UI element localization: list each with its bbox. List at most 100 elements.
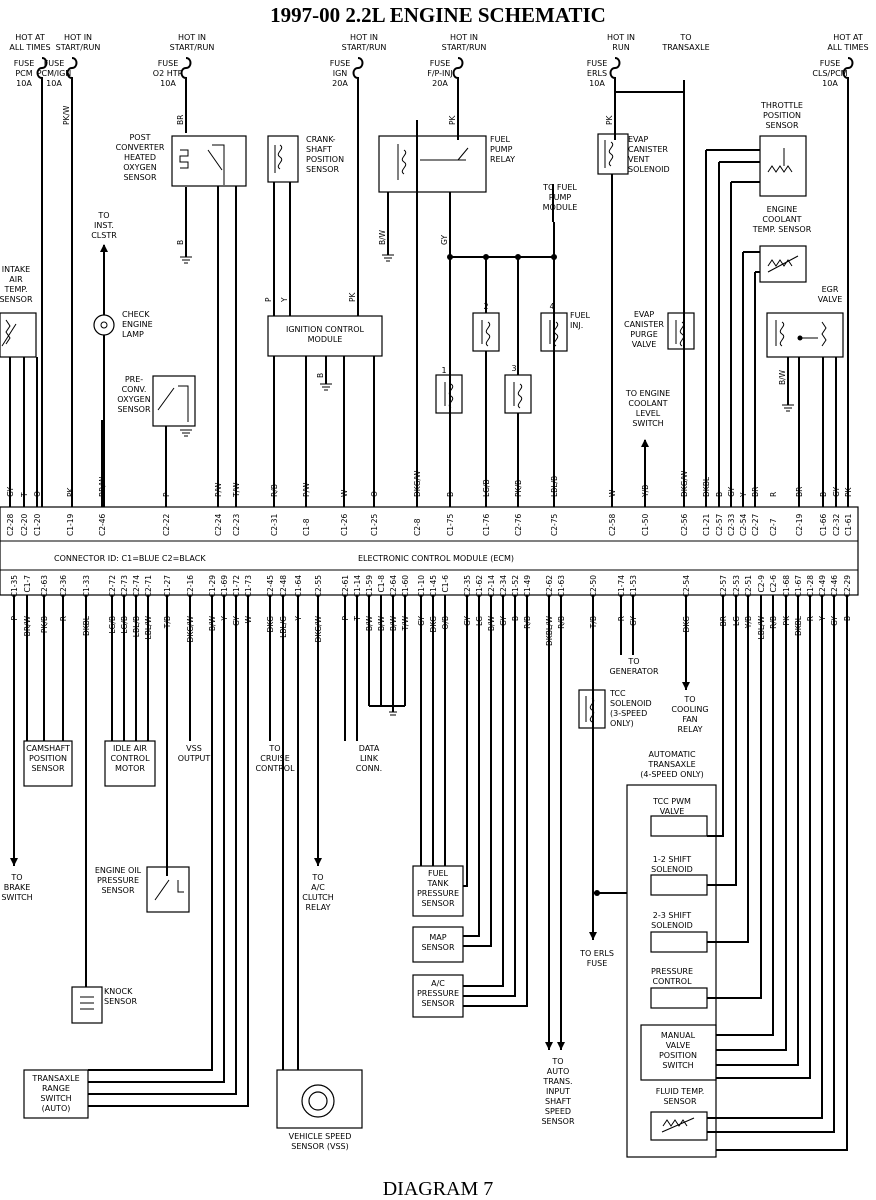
- component-label-pressure: PRESSURE: [651, 967, 693, 976]
- component-label-throttle-sensor: POSITION: [763, 111, 801, 120]
- fuse-hot-label: START/RUN: [442, 43, 487, 52]
- component-label-camshaft: SENSOR: [31, 764, 64, 773]
- component-label-tcc: (3-SPEED: [610, 709, 647, 718]
- ecm-pin: C2-54: [682, 575, 691, 597]
- component-label-vss-out: VSS: [186, 744, 202, 753]
- wire-color: O/B: [441, 616, 450, 630]
- ecm-pin: C1-14: [353, 575, 362, 597]
- component-label-to-auto-trans: SPEED: [545, 1107, 571, 1116]
- fuse-hot-label: HOT IN: [450, 33, 478, 42]
- component-label-evap-purge: CANISTER: [624, 320, 664, 329]
- component-label-erls: FUSE: [587, 959, 608, 968]
- ecm-pin: C2-7: [769, 518, 778, 536]
- ecm-pin: C2-50: [589, 575, 598, 597]
- component-label-iac: MOTOR: [115, 764, 145, 773]
- ecm-pin: C2-62: [545, 575, 554, 597]
- ecm-pin: C2-19: [795, 514, 804, 536]
- ecm-pin: C2-57: [719, 575, 728, 597]
- fuse-hot-label: HOT AT: [15, 33, 45, 42]
- fuse-hot-label: HOT IN: [178, 33, 206, 42]
- wire-color: O: [33, 491, 42, 497]
- fuse-hot-label: START/RUN: [342, 43, 387, 52]
- component-label-dlc: CONN.: [356, 764, 382, 773]
- ecm-pin: C1-72: [232, 575, 241, 597]
- component-label-coolant-temp: COOLANT: [762, 215, 801, 224]
- fuse-label: 20A: [332, 79, 348, 88]
- component-label-coolant-temp: TEMP. SENSOR: [752, 225, 812, 234]
- ecm-pin: C1-61: [844, 514, 853, 536]
- component-label-cruise: TO: [268, 744, 280, 753]
- component-label-oil-pressure: ENGINE OIL: [95, 866, 142, 875]
- component-label-fuel-pump-relay: FUEL: [490, 135, 511, 144]
- component-label-auto-trans: TRANSAXLE: [647, 760, 695, 769]
- component-label-oil-pressure: SENSOR: [101, 886, 134, 895]
- wire-color: DKG/W: [680, 470, 689, 497]
- ecm-pin: C1-60: [401, 575, 410, 597]
- wire-color: GY: [463, 616, 472, 626]
- component-label-coolant-level: COOLANT: [628, 399, 667, 408]
- ecm-pin: C2-72: [108, 575, 117, 597]
- component-label-auto-trans: AUTOMATIC: [648, 750, 696, 759]
- wire-color: P: [341, 616, 350, 621]
- fuse-label: 10A: [589, 79, 605, 88]
- fuse-label: 10A: [46, 79, 62, 88]
- diagram-title: 1997-00 2.2L ENGINE SCHEMATIC: [270, 3, 606, 27]
- wire-color: R/B: [270, 484, 279, 497]
- ecm-pin: C1-66: [819, 514, 828, 536]
- fuse-label: O2 HTR: [153, 69, 184, 78]
- wire-color: Y: [818, 616, 827, 622]
- component-label-to-auto-trans: INPUT: [546, 1087, 570, 1096]
- wire-color: B: [176, 240, 185, 245]
- component-label-egr: VALVE: [818, 295, 843, 304]
- fuse-label: 20A: [432, 79, 448, 88]
- ecm-pin: C2-31: [270, 514, 279, 536]
- component-label-cooling-fan: FAN: [682, 715, 697, 724]
- ecm-pin: C1-69: [220, 575, 229, 597]
- ecm-pin: C1-8: [377, 575, 386, 593]
- injector-number: 2: [483, 302, 488, 311]
- ecm-pin: C1-35: [10, 575, 19, 597]
- wire-color: R: [769, 492, 778, 497]
- wire-color: DKG/W: [314, 615, 323, 642]
- ecm-pin: C1-19: [66, 514, 75, 536]
- injector-number: 4: [549, 302, 554, 311]
- to-transaxle-label: TO: [679, 33, 691, 42]
- diagram-footer: DIAGRAM 7: [383, 1178, 494, 1200]
- fuse-label: IGN: [333, 69, 348, 78]
- ecm-box: [0, 506, 859, 596]
- ecm-pin: C2-27: [751, 514, 760, 536]
- fuse-icon: [452, 57, 464, 100]
- component-label-auto-trans: (4-SPEED ONLY): [640, 770, 704, 779]
- fuse-icon: [36, 57, 48, 100]
- wire-color: LG: [475, 616, 484, 626]
- component-label-to-auto-trans: AUTO: [547, 1067, 570, 1076]
- ecm-pin: C2-57: [715, 514, 724, 536]
- component-label-fuel-pump-relay: PUMP: [490, 145, 513, 154]
- wire-color: P: [264, 297, 273, 302]
- wire-color: BR/W: [98, 476, 107, 497]
- fuse-hot-label: HOT AT: [833, 33, 863, 42]
- component-label-to-fuel-pump: MODULE: [543, 203, 578, 212]
- component-label-map: SENSOR: [421, 943, 454, 952]
- component-label-map: MAP: [429, 933, 446, 942]
- wire-color: LBL/B: [132, 616, 141, 637]
- component-label-to-inst: TO: [97, 211, 109, 220]
- ecm-pin: C2-54: [739, 514, 748, 536]
- ecm-label: ELECTRONIC CONTROL MODULE (ECM): [358, 554, 514, 563]
- component-label-trans-range: SWITCH: [40, 1094, 71, 1103]
- component-label-manual-valve: VALVE: [666, 1041, 691, 1050]
- ecm-pin: C2-46: [98, 514, 107, 536]
- wire-color: W: [244, 615, 253, 623]
- component-label-ac-pressure: PRESSURE: [417, 989, 459, 998]
- component-label-evap-purge: VALVE: [632, 340, 657, 349]
- wire-color: DKBL/W: [545, 615, 554, 646]
- fuse-hot-label: HOT IN: [64, 33, 92, 42]
- fuse-icon: [609, 57, 621, 100]
- wire-color: BR: [719, 616, 728, 626]
- component-label-to-fuel-pump: PUMP: [549, 193, 572, 202]
- ecm-pin: C2-35: [463, 575, 472, 597]
- ecm-pin: C2-73: [120, 575, 129, 597]
- component-label-tcc: ONLY): [610, 719, 634, 728]
- wire-color: P/W: [302, 482, 311, 497]
- fuse-label: FUSE: [430, 59, 451, 68]
